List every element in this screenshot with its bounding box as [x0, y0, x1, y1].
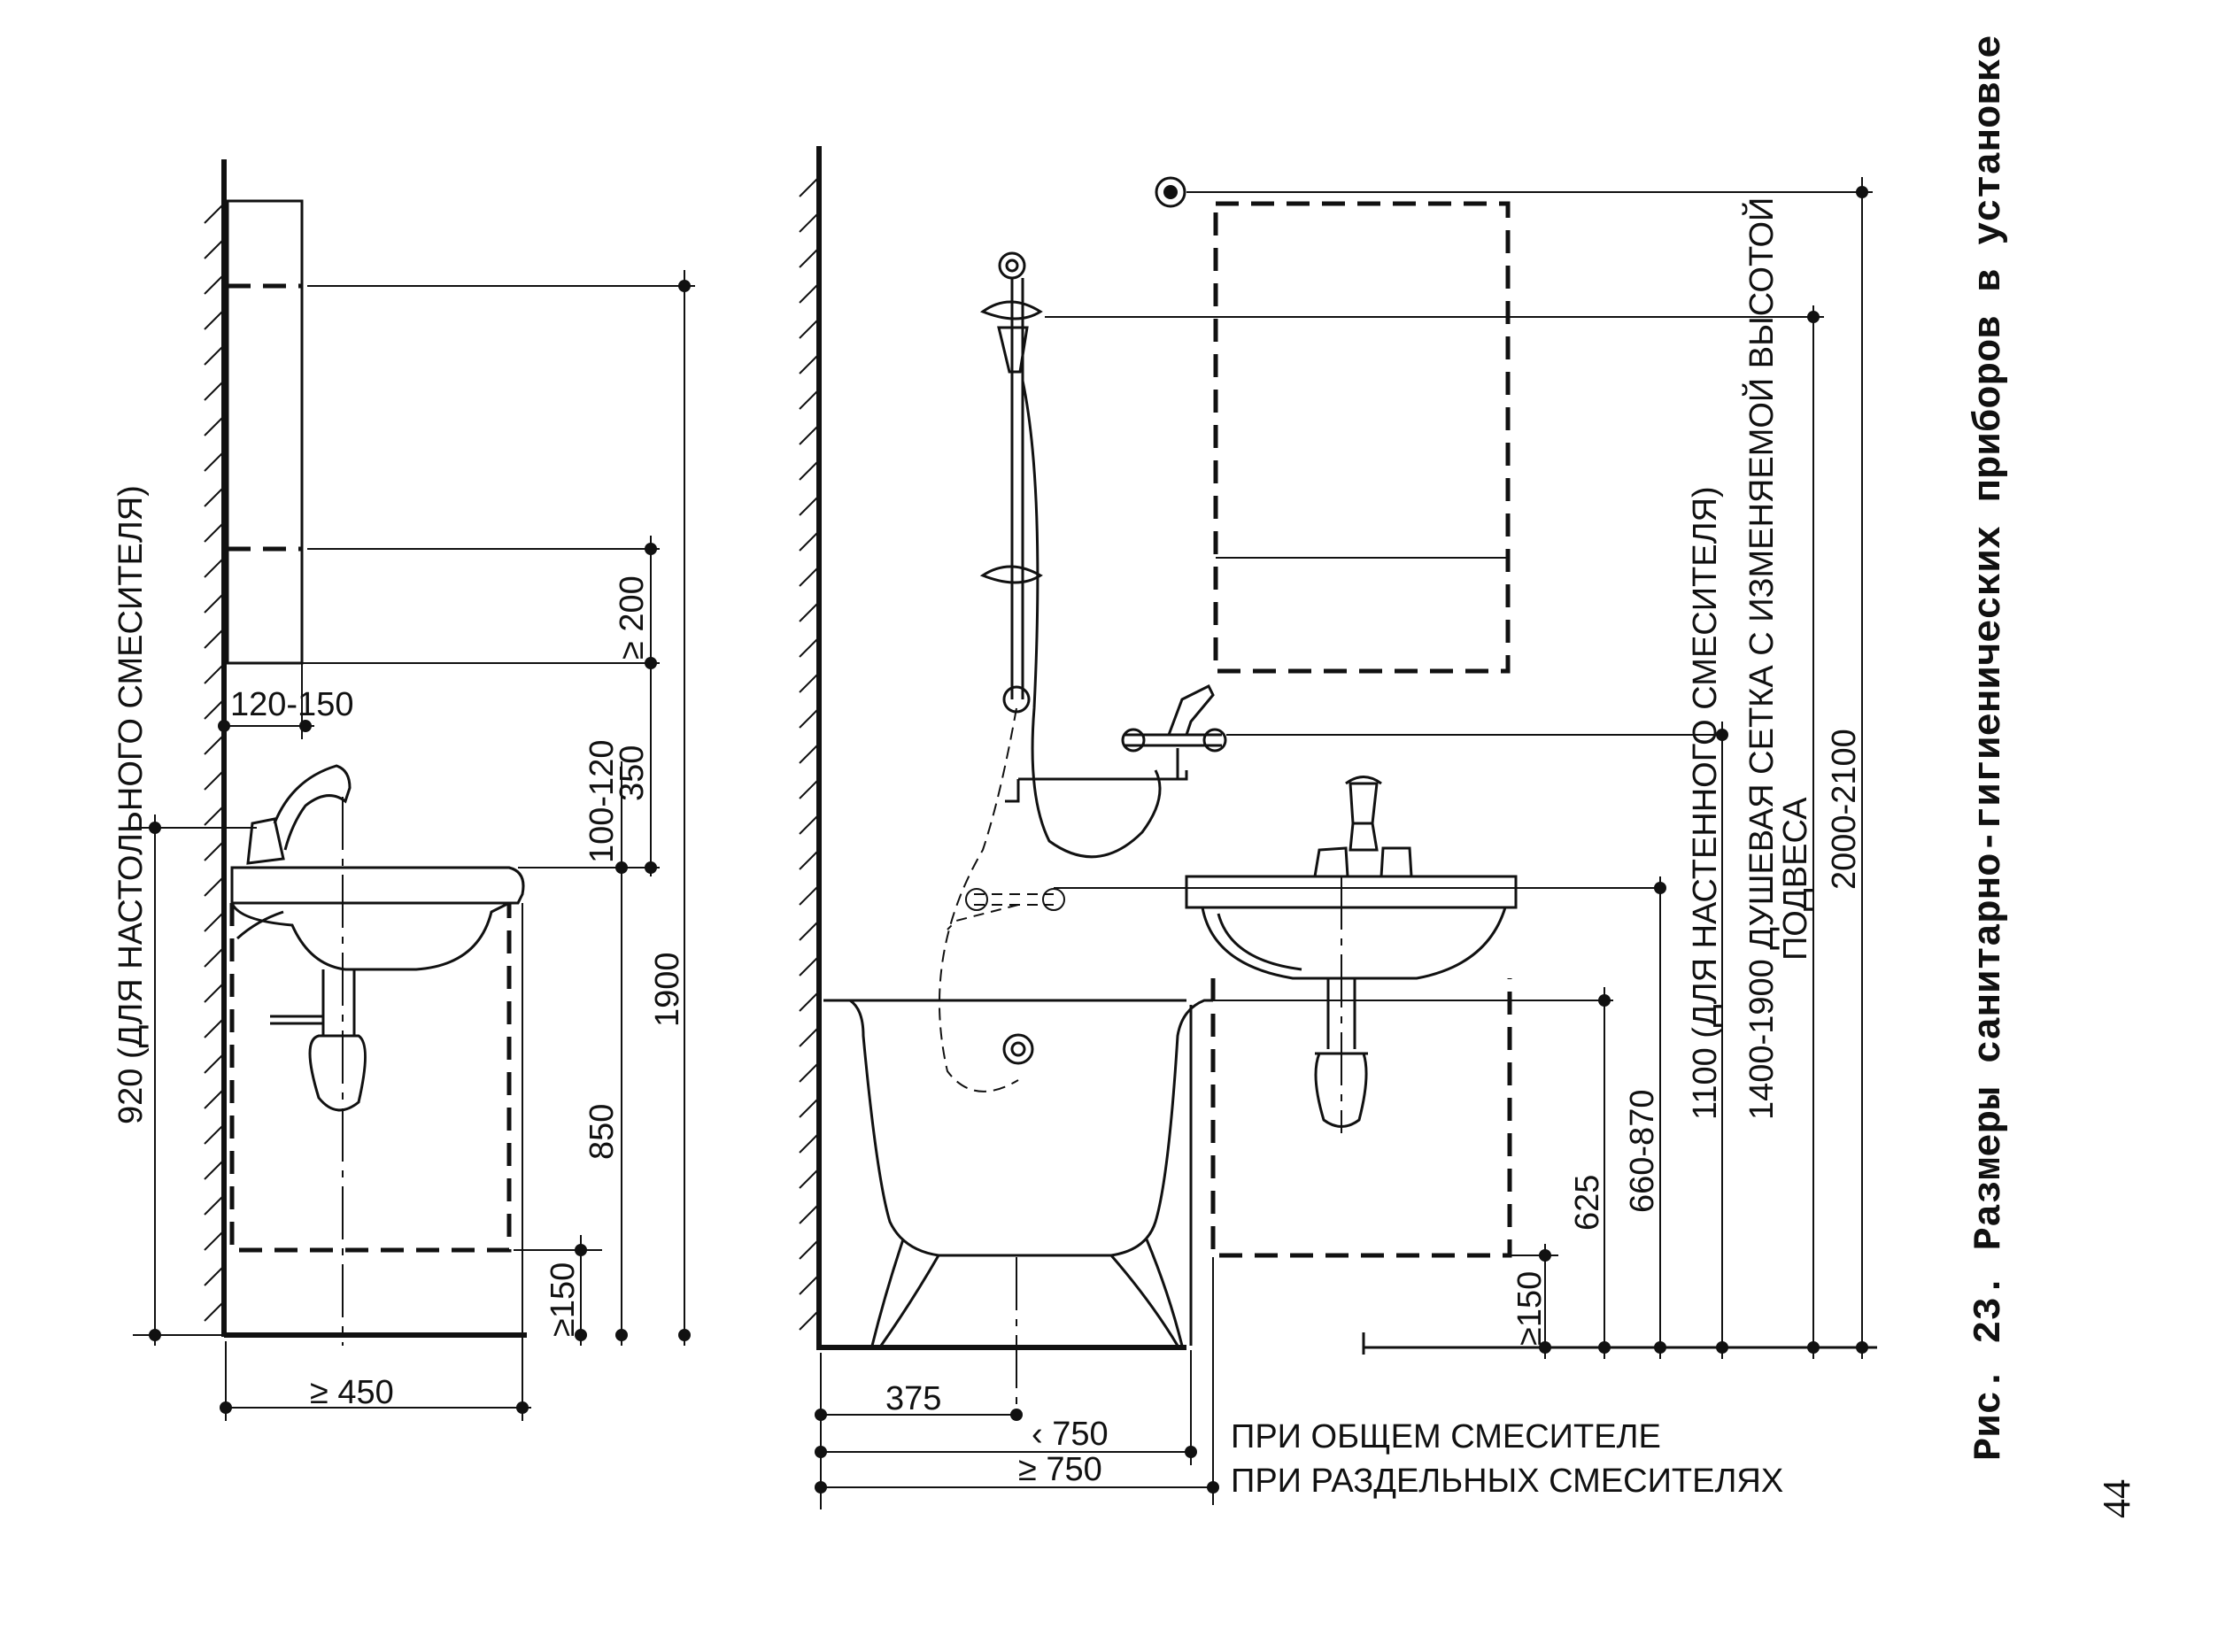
shower-mesh-zone [1213, 201, 1511, 674]
figure-caption: Рис. 23. Размеры санитарно-гигиенических… [1967, 35, 2012, 1461]
note-common-mixer: ПРИ ОБЩЕМ СМЕСИТЕЛЕ [1231, 1418, 1661, 1455]
dim-850: 850 [583, 1104, 621, 1160]
dim-1400-1900-line2: ПОДВЕСА [1777, 797, 1814, 961]
dim-2000-2100: 2000-2100 [1826, 729, 1863, 890]
left-under-cabinet [229, 903, 512, 1253]
dim-lt-750: ‹ 750 [1032, 1416, 1109, 1453]
right-dimensions [815, 177, 1873, 1509]
left-dimensions [128, 270, 695, 1421]
page-number: 44 [2095, 1479, 2138, 1518]
hook-icon [1155, 176, 1186, 208]
dim-660-870: 660-870 [1624, 1090, 1661, 1213]
washbasin-right [1185, 776, 1518, 1128]
left-view: 120-150 ≥ 450 ≥ 200 350 100-120 1900 850… [112, 159, 695, 1421]
right-wall-hatch [799, 176, 820, 1331]
note-separate-mixers: ПРИ РАЗДЕЛЬНЫХ СМЕСИТЕЛЯХ [1231, 1463, 1783, 1500]
dim-150-right: ≥150 [1511, 1271, 1549, 1346]
right-under-cabinet [1210, 978, 1512, 1258]
dim-1100: 1100 (ДЛЯ НАСТЕННОГО СМЕСИТЕЛЯ) [1687, 486, 1724, 1120]
dim-100-120: 100-120 [583, 740, 621, 863]
dim-1900: 1900 [649, 952, 686, 1027]
dim-200: ≥ 200 [614, 575, 651, 660]
dim-120-150: 120-150 [230, 686, 353, 723]
left-wall-hatch [204, 203, 225, 1322]
dim-150-left: ≥150 [545, 1262, 582, 1337]
dim-625: 625 [1569, 1175, 1606, 1231]
dim-375: 375 [885, 1380, 941, 1417]
shower [939, 251, 1227, 1092]
mirror-cabinet [226, 199, 304, 665]
bathtub [823, 999, 1213, 1347]
dim-1400-1900: 1400-1900 ДУШЕВАЯ СЕТКА С ИЗМЕНЯЕМОЙ ВЫС… [1741, 197, 1781, 1120]
dim-350: 350 [614, 745, 651, 801]
right-view: 375 ‹ 750 ≥ 750 ПРИ ОБЩЕМ СМЕСИТЕЛЕ ПРИ … [799, 146, 1877, 1509]
dim-920: 920 (ДЛЯ НАСТОЛЬНОГО СМЕСИТЕЛЯ) [112, 485, 150, 1124]
dim-450: ≥ 450 [310, 1374, 394, 1411]
washbasin-left [230, 764, 525, 1112]
dim-ge-750: ≥ 750 [1018, 1451, 1102, 1488]
